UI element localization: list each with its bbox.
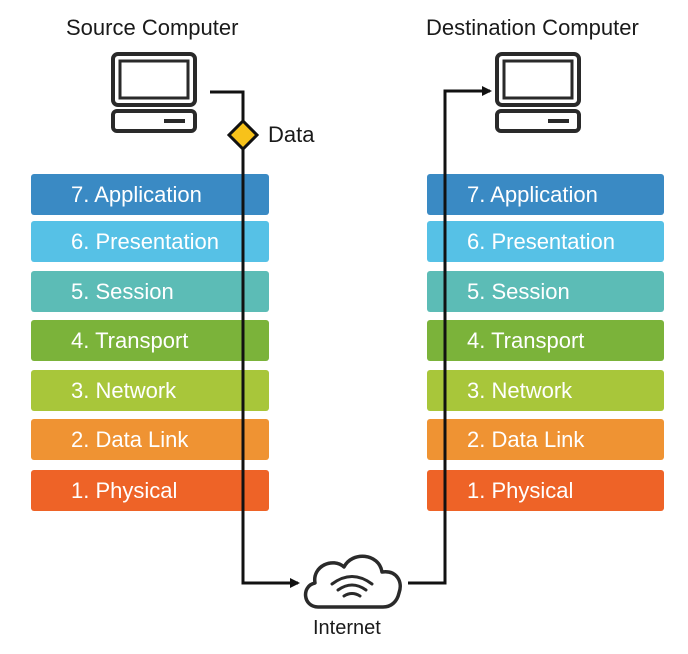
internet-label: Internet <box>313 617 381 639</box>
internet-cloud-icon <box>303 554 402 609</box>
source-layer-network: 3. Network <box>31 370 269 411</box>
destination-path-line <box>408 86 492 585</box>
destination-layer-presentation: 6. Presentation <box>427 221 664 262</box>
source-layer-application: 7. Application <box>31 174 269 215</box>
destination-computer-title: Destination Computer <box>426 15 639 40</box>
source-computer-title: Source Computer <box>66 15 239 40</box>
destination-computer-icon <box>495 52 581 133</box>
source-layer-data-link: 2. Data Link <box>31 419 269 460</box>
source-layer-transport: 4. Transport <box>31 320 269 361</box>
source-layer-session: 5. Session <box>31 271 269 312</box>
source-computer-icon <box>111 52 197 133</box>
destination-layer-session: 5. Session <box>427 271 664 312</box>
data-label: Data <box>268 122 315 147</box>
destination-layer-network: 3. Network <box>427 370 664 411</box>
destination-layer-data-link: 2. Data Link <box>427 419 664 460</box>
destination-layer-application: 7. Application <box>427 174 664 215</box>
source-layer-presentation: 6. Presentation <box>31 221 269 262</box>
destination-layer-physical: 1. Physical <box>427 470 664 511</box>
source-layer-physical: 1. Physical <box>31 470 269 511</box>
destination-layer-transport: 4. Transport <box>427 320 664 361</box>
source-path-line <box>210 90 300 588</box>
data-diamond-icon <box>226 118 260 152</box>
